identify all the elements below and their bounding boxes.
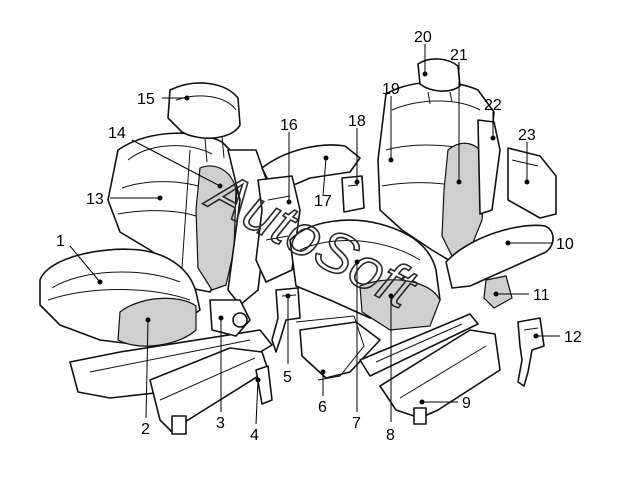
callout-10: 10: [556, 236, 574, 253]
callout-6: 6: [318, 399, 327, 416]
callout-19: 19: [382, 81, 400, 98]
right-seat-side-cover-22: [477, 119, 501, 215]
callout-14: 14: [108, 125, 126, 142]
callout-9: 9: [462, 395, 471, 412]
callout-22: 22: [484, 97, 502, 114]
callout-21: 21: [450, 47, 468, 64]
callout-17: 17: [314, 193, 332, 210]
armrest-10: [445, 224, 554, 289]
callout-16: 16: [280, 117, 298, 134]
seatbelt-buckle-5: [271, 287, 301, 353]
left-seat-side-trim: [117, 297, 197, 347]
callout-20: 20: [414, 29, 432, 46]
callout-13: 13: [86, 191, 104, 208]
callout-18: 18: [348, 113, 366, 130]
seat-rail-8: [359, 313, 479, 377]
callout-8: 8: [386, 427, 395, 444]
leader-dots: [97, 71, 539, 405]
seat-base-bracket-9: [379, 329, 501, 425]
callout-15: 15: [137, 91, 155, 108]
callout-11: 11: [533, 287, 550, 304]
callout-7: 7: [352, 415, 361, 432]
right-seat-rear-panel-23: [507, 147, 557, 219]
seatbelt-buckle-12: [517, 317, 545, 387]
left-seat-recliner-mechanism: [209, 299, 273, 405]
callout-2: 2: [141, 421, 150, 438]
callout-1: 1: [56, 233, 65, 250]
middle-seat-cushion: [289, 219, 441, 331]
left-seat-frame-rails: [69, 329, 273, 435]
center-seatbelt-buckle-18: [341, 175, 365, 213]
callout-4: 4: [250, 427, 259, 444]
callout-labels: 1 2 3 4 5 6 7 8 9 10 11 12 13 14 15 16 1…: [56, 29, 582, 444]
leader-lines: [69, 44, 560, 425]
callout-5: 5: [283, 369, 292, 386]
right-seat-headrest-20: [417, 58, 461, 105]
callout-12: 12: [564, 329, 582, 346]
callout-23: 23: [518, 127, 536, 144]
callout-3: 3: [216, 415, 225, 432]
middle-seat-frame-6: [295, 315, 381, 381]
armrest-bracket-11: [483, 275, 513, 309]
